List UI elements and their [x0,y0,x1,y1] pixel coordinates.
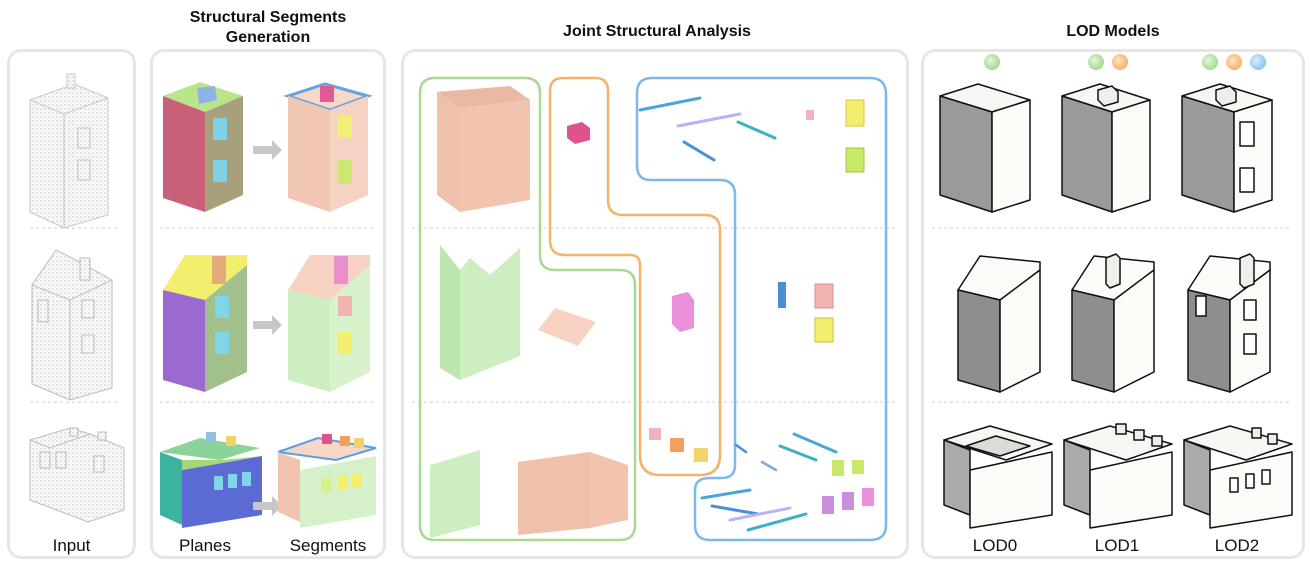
joint-edges-row1 [638,96,777,162]
lod0-model-1 [939,83,1031,213]
joint-wall-3a [430,450,480,538]
segments-house-1 [283,82,373,212]
joint-chimney-3b [670,438,684,452]
header-joint: Joint Structural Analysis [563,23,751,40]
joint-window-3d [842,492,854,510]
joint-wall-box-2 [440,245,520,380]
joint-roof-2 [538,308,596,346]
joint-chimney-3c [694,448,708,462]
joint-window-1b [845,147,865,173]
header-segments: Structural Segments Generation [150,8,386,48]
header-lod: LOD Models [1066,23,1160,40]
joint-window-3a [832,460,844,476]
planes-house-1 [163,82,243,212]
lod0-model-3 [943,425,1053,529]
input-point-cloud-2 [31,249,113,401]
input-point-cloud-1 [29,73,109,229]
planes-house-2 [163,255,247,392]
joint-chimney-2 [672,292,694,332]
caption-lod1: LOD1 [1094,536,1140,555]
lod2-model-2 [1187,253,1271,393]
joint-wall-3b [518,452,628,535]
lod0-dot-green [984,54,1000,70]
caption-lod0: LOD0 [972,536,1018,555]
caption-lod2: LOD2 [1214,536,1260,555]
caption-input: Input [52,536,91,555]
joint-window-3c [822,496,834,514]
lod1-model-2 [1071,253,1155,393]
lod2-dot-orange [1226,54,1242,70]
caption-planes: Planes [179,536,231,555]
joint-window-small-1 [806,110,814,120]
joint-chimney-1 [567,122,590,144]
group-outline-blue [635,76,888,542]
joint-wall-box-1 [437,86,530,212]
group-outline-green [418,76,637,542]
lod2-model-1 [1181,83,1273,213]
header-segments-line2: Generation [225,29,311,46]
caption-segments: Segments [289,536,367,555]
lod1-model-3 [1063,423,1173,529]
input-point-cloud-3 [29,427,125,523]
joint-window-2b [814,283,834,309]
lod1-dot-green [1088,54,1104,70]
segments-house-2 [288,255,370,392]
lod1-model-1 [1061,83,1151,213]
lod2-dot-blue [1250,54,1266,70]
lod0-model-2 [957,255,1041,393]
joint-window-3b [852,460,864,474]
arrow-right-icon [253,140,282,516]
header-segments-line1: Structural Segments [189,9,347,26]
lod-level-dots [984,54,1266,70]
row-separators [30,227,1292,403]
joint-window-1a [845,99,865,127]
joint-edges-row3 [700,432,838,532]
lod1-dot-orange [1112,54,1128,70]
joint-window-3e [862,488,874,506]
joint-chimney-3a [649,428,661,440]
lod2-model-3 [1183,425,1293,529]
joint-window-2c [814,317,834,343]
lod2-dot-green [1202,54,1218,70]
group-outline-orange [548,76,722,477]
joint-window-2a [778,282,786,308]
planes-house-3 [160,432,262,528]
segments-house-3 [277,434,377,528]
